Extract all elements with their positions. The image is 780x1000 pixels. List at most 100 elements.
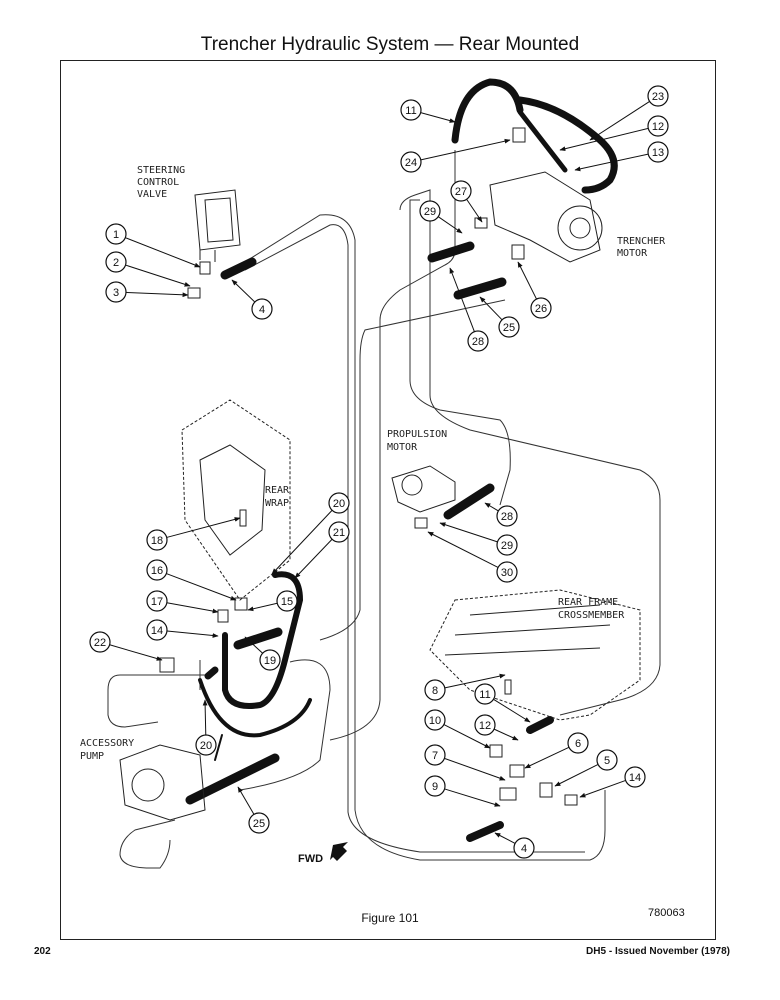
crossmember-label-1: REAR FRAME bbox=[558, 597, 618, 608]
callout-leader bbox=[439, 522, 498, 543]
callout-circle bbox=[276, 590, 298, 612]
callout-number: 11 bbox=[405, 105, 416, 117]
accessory-pump-label-1: ACCESSORY bbox=[80, 738, 134, 749]
callout-number: 29 bbox=[424, 206, 436, 218]
component-shapes bbox=[119, 127, 641, 821]
callout-circle bbox=[105, 223, 127, 245]
figure-frame bbox=[60, 60, 716, 940]
callout-leader bbox=[579, 779, 626, 798]
callout-circle bbox=[496, 534, 518, 556]
callout-number: 6 bbox=[575, 738, 581, 750]
steering-valve-label-2: CONTROL bbox=[137, 177, 179, 188]
callout-leader bbox=[466, 198, 483, 223]
component-labels: STEERING CONTROL VALVE TRENCHER MOTOR PR… bbox=[80, 165, 666, 762]
propulsion-motor-label-1: PROPULSION bbox=[387, 429, 447, 440]
callout-leader bbox=[479, 296, 503, 321]
callout-number: 10 bbox=[429, 715, 441, 727]
callout-leader bbox=[166, 573, 237, 601]
callout-number: 29 bbox=[501, 540, 513, 552]
callout-leader bbox=[125, 291, 189, 298]
callout-circle bbox=[400, 151, 422, 173]
callout-circle bbox=[647, 85, 669, 107]
callout-circle bbox=[496, 505, 518, 527]
callout-number: 14 bbox=[151, 625, 163, 637]
callout-number: 8 bbox=[432, 685, 438, 697]
callout-circle bbox=[474, 683, 496, 705]
callout-circle bbox=[424, 775, 446, 797]
callout-leader bbox=[166, 517, 241, 538]
callout-number: 25 bbox=[503, 322, 515, 334]
fwd-label: FWD bbox=[298, 853, 323, 865]
steering-valve-label-1: STEERING bbox=[137, 165, 185, 176]
callout-number: 9 bbox=[432, 781, 438, 793]
callout-leader bbox=[524, 746, 570, 769]
callout-leader bbox=[420, 112, 456, 123]
callout-leader bbox=[166, 630, 219, 638]
callout-leader bbox=[444, 757, 506, 781]
callout-leader bbox=[449, 267, 475, 332]
callout-number: 16 bbox=[151, 565, 163, 577]
callout-number: 3 bbox=[113, 287, 119, 299]
callout-leader bbox=[109, 644, 163, 661]
callout-leader bbox=[125, 264, 191, 287]
callout-leader bbox=[231, 279, 256, 303]
callout-circle bbox=[530, 297, 552, 319]
callout-leader bbox=[493, 728, 519, 741]
callout-number: 23 bbox=[652, 91, 664, 103]
steering-valve-label-3: VALVE bbox=[137, 189, 167, 200]
callout-circle bbox=[419, 200, 441, 222]
callout-circle bbox=[596, 749, 618, 771]
callout-number: 19 bbox=[264, 655, 276, 667]
callout-number: 2 bbox=[113, 257, 119, 269]
callout-circle bbox=[105, 281, 127, 303]
callout-circle bbox=[400, 99, 422, 121]
callout-leader bbox=[202, 699, 208, 736]
callout-number: 18 bbox=[151, 535, 163, 547]
callout-leader bbox=[574, 153, 649, 172]
drawing-number: 780063 bbox=[648, 907, 685, 919]
callout-circle bbox=[467, 330, 489, 352]
callout-leader bbox=[237, 786, 255, 815]
callout-circle bbox=[496, 561, 518, 583]
rear-wrap-label-2: WRAP bbox=[265, 498, 289, 509]
callout-leader bbox=[554, 764, 599, 787]
callout-circle bbox=[450, 180, 472, 202]
fwd-arrow-icon bbox=[330, 835, 355, 861]
callout-circle bbox=[647, 141, 669, 163]
callout-circle bbox=[474, 714, 496, 736]
figure-caption: Figure 101 bbox=[361, 911, 419, 925]
callout-number: 26 bbox=[535, 303, 547, 315]
callout-number: 7 bbox=[432, 750, 438, 762]
callout-number: 4 bbox=[259, 304, 265, 316]
callout-circle bbox=[567, 732, 589, 754]
callout-circle bbox=[146, 529, 168, 551]
callout-circle bbox=[89, 631, 111, 653]
callout-circle bbox=[424, 709, 446, 731]
callout-circle bbox=[195, 734, 217, 756]
callout-leader bbox=[444, 788, 501, 807]
callout-leader bbox=[125, 237, 201, 268]
callout-circle bbox=[424, 679, 446, 701]
callout-number: 25 bbox=[253, 818, 265, 830]
callout-number: 1 bbox=[113, 229, 119, 241]
callout-number: 4 bbox=[521, 843, 527, 855]
callout-number: 24 bbox=[405, 157, 417, 169]
callout-leader bbox=[494, 832, 516, 844]
callout-leader bbox=[244, 636, 263, 654]
callout-leader bbox=[493, 698, 531, 723]
accessory-pump-label-2: PUMP bbox=[80, 751, 104, 762]
callout-leader bbox=[294, 538, 333, 579]
callout-circle bbox=[513, 837, 535, 859]
callout-leader bbox=[559, 127, 649, 152]
callout-number: 21 bbox=[333, 527, 345, 539]
callout-circle bbox=[248, 812, 270, 834]
callout-circle bbox=[259, 649, 281, 671]
callout-circle bbox=[647, 115, 669, 137]
callout-number: 17 bbox=[151, 596, 163, 608]
callout-circle bbox=[251, 298, 273, 320]
callout-number: 5 bbox=[604, 755, 610, 767]
callout-circle bbox=[105, 251, 127, 273]
page-number: 202 bbox=[34, 946, 51, 957]
callout-leader bbox=[444, 673, 506, 689]
callout-number: 12 bbox=[652, 121, 664, 133]
